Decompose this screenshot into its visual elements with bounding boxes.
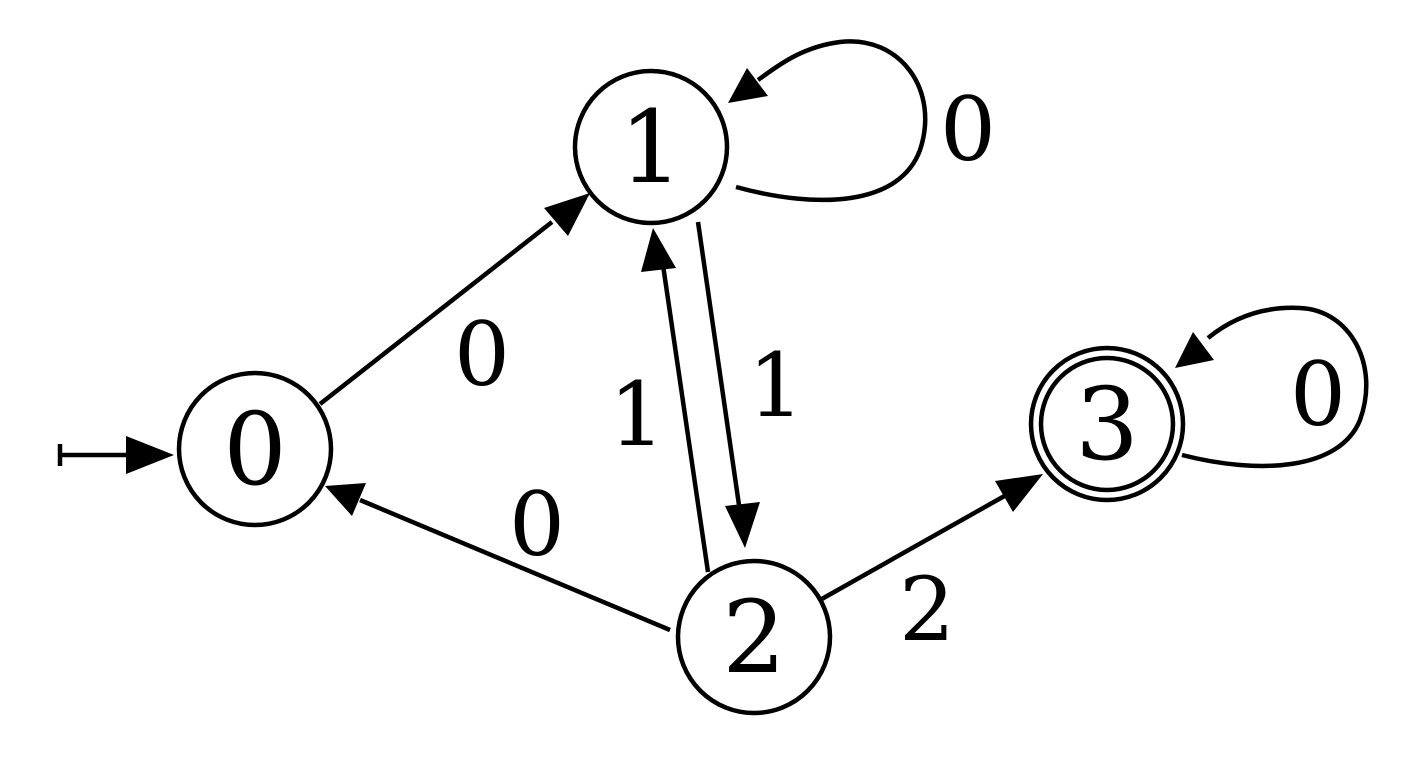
state-label-1: 1 [619, 89, 683, 206]
state-label-3: 3 [1075, 366, 1139, 483]
state-2: 2 [675, 558, 833, 716]
edge-label-0-to-1: 0 [454, 303, 510, 406]
start-arrow [57, 436, 174, 474]
state-0: 0 [176, 370, 334, 528]
edge-2-to-0: 0 [325, 473, 671, 633]
loop-3: 0 [1175, 305, 1369, 469]
edge-label-1-to-1: 0 [940, 78, 996, 181]
edge-2-to-3: 2 [818, 474, 1043, 661]
edge-label-2-to-1: 1 [609, 363, 665, 466]
loop-1: 0 [728, 39, 996, 203]
edge-label-1-to-2: 1 [748, 334, 804, 437]
edge-1-to-2: 1 [695, 221, 804, 548]
edge-label-3-to-3: 0 [1290, 343, 1346, 446]
state-label-0: 0 [223, 391, 287, 508]
edge-2-to-1: 1 [609, 228, 711, 573]
state-3-accepting: 3 [1028, 345, 1186, 503]
state-1: 1 [572, 68, 730, 226]
state-label-2: 2 [722, 579, 786, 696]
edge-label-2-to-3: 2 [899, 558, 955, 661]
edge-0-to-1: 0 [318, 193, 590, 406]
edge-label-2-to-0: 0 [509, 473, 565, 576]
